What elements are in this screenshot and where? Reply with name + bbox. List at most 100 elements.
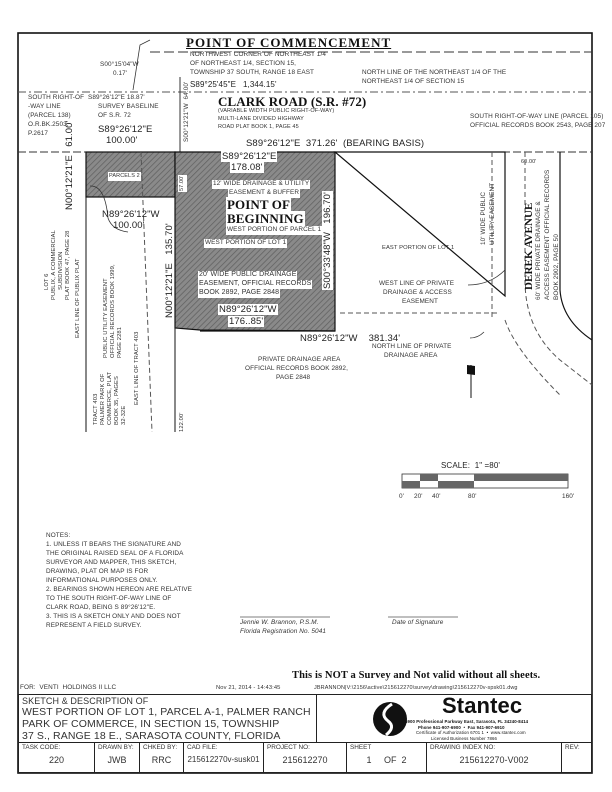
field-project-no: PROJECT NO: 215612270 [263, 742, 347, 773]
title-line: PARK OF COMMERCE, IN SECTION 15, TOWNSHI… [22, 718, 280, 730]
poc-desc: TOWNSHIP 37 SOUTH, RANGE 18 EAST [190, 69, 315, 76]
field-label: CHKED BY: [143, 744, 178, 751]
south-call: N89°26'12"W 381.34' [300, 333, 401, 344]
title-line: 37 S., RANGE 18 E., SARASOTA COUNTY, FLO… [22, 730, 281, 742]
field-sheet: SHEET 1 OF 2 [346, 742, 427, 773]
tract-east-line-label: EAST LINE OF TRACT 403 [134, 331, 140, 405]
baseline-call: SURVEY BASELINE [98, 103, 159, 110]
south-row-138: O.R.BK.2503, [28, 121, 69, 128]
lot6-label: PLAT BOOK 47, PAGE 28 [65, 230, 71, 300]
scale-tick: 40' [432, 493, 441, 500]
notes-heading: NOTES: [46, 532, 71, 539]
east-portion-lot1 [333, 151, 506, 298]
top-call: S89°26'12"E [221, 151, 278, 162]
west-lot1-label: WEST PORTION OF LOT 1 [204, 239, 288, 248]
scale-tick: 0' [399, 493, 404, 500]
note-line: INFORMATIONAL PURPOSES ONLY. [46, 577, 158, 584]
field-drawing-index: DRAWING INDEX NO:215612270-V002 [426, 742, 562, 773]
publix-east-line-label: EAST LINE OF PUBLIX PLAT [75, 258, 81, 338]
scale-tick: 20' [414, 493, 423, 500]
company-address: 6900 Professional Parkway East, Sarasota… [405, 719, 529, 724]
pue-10-label: UTILITY EASEMENT [489, 182, 496, 245]
south-row-105: SOUTH RIGHT-OF-WAY LINE (PARCEL 105) [470, 113, 604, 120]
clark-road-label: CLARK ROAD (S.R. #72) [218, 94, 367, 109]
file-path: JBRANNON|V:\2156\active\215612270\survey… [314, 685, 518, 691]
field-value: 1 OF 2 [366, 755, 407, 765]
baseline-call: S89°26'12"E 18.87' [88, 94, 145, 101]
client-line: FOR: VENTI HOLDINGS II LLC [20, 684, 117, 691]
road-desc: ROAD PLAT BOOK 1, PAGE 45 [218, 124, 299, 130]
derek-desc: 60' WIDE PRIVATE DRAINAGE & [535, 201, 542, 300]
west-line-drainage: WEST LINE OF PRIVATE [379, 280, 455, 287]
private-drainage-label: OFFICIAL RECORDS BOOK 2892, [245, 365, 348, 372]
note-line: 3. THIS IS A SKETCH ONLY AND DOES NOT [46, 613, 181, 620]
south-row-138: (PARCEL 138) [28, 112, 71, 119]
company-license: Licensed Business Number 7866 [431, 735, 497, 741]
south-row-138: P.2617 [28, 130, 49, 137]
company-phone: Phone 941-907-6900 • Fax 941-907-6910 [418, 724, 505, 730]
pue-label: PAGE 2281 [117, 326, 123, 358]
title-line: SKETCH & DESCRIPTION OF [22, 696, 149, 706]
note-line: DRAWING, PLAT OR MAP IS FOR [46, 568, 149, 575]
west-top-call: S89°26'12"E [98, 124, 153, 135]
derek-desc: ACCESS EASEMENT OFFICIAL RECORDS [544, 169, 551, 300]
note-line: 2. BEARINGS SHOWN HEREON ARE RELATIVE [46, 586, 192, 593]
field-label: REV: [565, 744, 580, 751]
company-name: Stantec [442, 693, 523, 718]
field-checked-by: CHKED BY: RRC [139, 742, 184, 773]
north-drainage-label: DRAINAGE AREA [384, 352, 438, 359]
field-value: 215612270 [282, 755, 328, 765]
note-line: REPRESENT A FIELD SURVEY. [46, 622, 142, 629]
field-cad-file: CAD FILE:215612270v-susk01 [183, 742, 264, 773]
note-line: THE ORIGINAL RAISED SEAL OF A FLORIDA [46, 550, 184, 557]
field-label: DRAWN BY: [98, 744, 134, 751]
offset-call: S00°15'04"W [100, 61, 139, 68]
stantec-logo-icon [373, 702, 407, 737]
dim-57: 57.00' [178, 174, 187, 192]
west-side-call: N00°12'21"E 135.70' [164, 223, 175, 318]
sheet-border [17, 32, 593, 774]
south-row-138: SOUTH RIGHT-OF [28, 94, 85, 101]
disclaimer: This is NOT a Survey and Not valid witho… [292, 670, 541, 681]
field-value: JWB [107, 755, 127, 765]
bottom-call: 176..85' [228, 316, 265, 327]
north-drainage-label: NORTH LINE OF PRIVATE [372, 343, 452, 350]
dim-60: 60.00' [521, 159, 537, 165]
north-line-call: S89°25'45"E 1,344.15' [190, 80, 277, 89]
field-label: SHEET [350, 744, 372, 751]
note-line: 1. UNLESS IT BEARS THE SIGNATURE AND [46, 541, 181, 548]
south-row-105: OFFICIAL RECORDS BOOK 2543, PAGE 207 [470, 122, 606, 129]
scale-tick: 160' [562, 493, 575, 500]
baseline-call: OF S.R. 72 [98, 112, 131, 119]
south-row-138: -WAY LINE [28, 103, 61, 110]
west-parcel1-label: WEST PORTION OF PARCEL 1 [226, 226, 323, 235]
title-line: WEST PORTION OF LOT 1, PARCEL A-1, PALME… [22, 706, 311, 718]
scale-bar [401, 473, 569, 489]
private-drainage-label: PRIVATE DRAINAGE AREA [258, 356, 341, 363]
derek-desc: BOOK 2902, PAGE 50 [553, 234, 560, 300]
field-task-code: TASK CODE:220 [18, 742, 95, 773]
easement-12: 12' WIDE DRAINAGE & UTILITY [212, 180, 311, 189]
easement-20: EASEMENT, OFFICIAL RECORDS [198, 280, 313, 289]
field-value: 215612270-V002 [459, 755, 529, 765]
field-label: PROJECT NO: [267, 744, 310, 751]
top-call: 178.08' [230, 162, 264, 173]
note-line: CLARK ROAD, BEING S 89°26'12"E. [46, 604, 156, 611]
surveyor-name: Jennie W. Brannon, P.S.M. [240, 619, 319, 626]
row-width-call: S00°12'21"W 64.00' [183, 81, 190, 142]
dim-122: 122.00' [179, 412, 185, 432]
private-drainage-label: PAGE 2848 [276, 374, 311, 381]
easement-20: 20' WIDE PUBLIC DRAINAGE [198, 271, 298, 280]
scale-label: SCALE: 1" =80' [441, 461, 501, 470]
field-value: RRC [151, 755, 172, 765]
north-arrow-icon [467, 365, 475, 398]
tract403-label: 32-32E [121, 405, 127, 425]
parcels-2-label: PARCELS 2 [108, 172, 141, 181]
east-lot1-label: EAST PORTION OF LOT 1 [382, 245, 455, 251]
north-line-label: NORTHEAST 1/4 OF SECTION 15 [362, 78, 465, 85]
company-certificate: Certificate of Authorization 6701 1 • ww… [416, 730, 526, 735]
surveyor-registration: Florida Registration No. 5041 [240, 628, 327, 635]
parcel2-bottom-call: 100.00' [113, 220, 145, 231]
easement-20: BOOK 2892, PAGE 2848 [198, 289, 281, 298]
